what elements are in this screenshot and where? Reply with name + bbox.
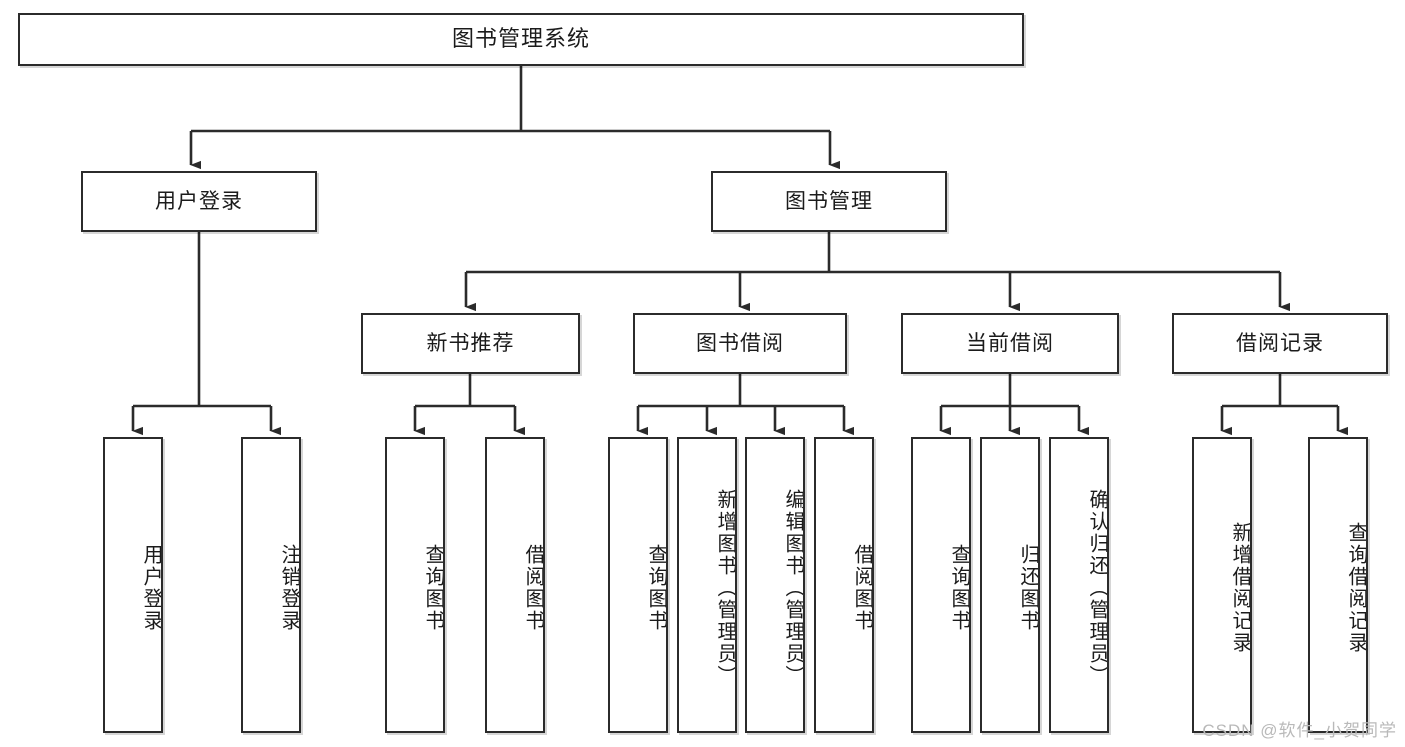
leaf-logout-login[interactable]: 注销登录 — [241, 437, 301, 733]
leaf-label: 编辑图书（管理员） — [782, 489, 804, 687]
leaf-label: 注销登录 — [278, 544, 300, 632]
leaf-add-book-admin[interactable]: 新增图书（管理员） — [677, 437, 737, 733]
leaf-edit-book-admin[interactable]: 编辑图书（管理员） — [745, 437, 805, 733]
leaf-label: 借阅图书 — [522, 544, 544, 632]
leaf-label: 归还图书 — [1017, 544, 1039, 632]
leaf-label: 查询借阅记录 — [1345, 522, 1367, 654]
node-user-login[interactable]: 用户登录 — [81, 171, 317, 232]
node-book-manage[interactable]: 图书管理 — [711, 171, 947, 232]
leaf-return-book[interactable]: 归还图书 — [980, 437, 1040, 733]
watermark: CSDN @软件_小贺同学 — [1202, 721, 1397, 740]
leaf-query-borrow-record[interactable]: 查询借阅记录 — [1308, 437, 1368, 733]
leaf-borrow-book-2[interactable]: 借阅图书 — [814, 437, 874, 733]
node-root[interactable]: 图书管理系统 — [18, 13, 1024, 66]
leaf-label: 查询图书 — [422, 544, 444, 632]
leaf-label: 新增图书（管理员） — [714, 489, 736, 687]
node-new-book-recommend[interactable]: 新书推荐 — [361, 313, 580, 374]
leaf-add-borrow-record[interactable]: 新增借阅记录 — [1192, 437, 1252, 733]
leaf-label: 借阅图书 — [851, 544, 873, 632]
leaf-label: 用户登录 — [140, 544, 162, 632]
leaf-confirm-return-admin[interactable]: 确认归还（管理员） — [1049, 437, 1109, 733]
leaf-query-book-2[interactable]: 查询图书 — [608, 437, 668, 733]
leaf-label: 查询图书 — [948, 544, 970, 632]
leaf-label: 确认归还（管理员） — [1086, 489, 1108, 687]
leaf-label: 新增借阅记录 — [1229, 522, 1251, 654]
leaf-query-book-1[interactable]: 查询图书 — [385, 437, 445, 733]
leaf-label: 查询图书 — [645, 544, 667, 632]
leaf-user-login[interactable]: 用户登录 — [103, 437, 163, 733]
leaf-query-book-3[interactable]: 查询图书 — [911, 437, 971, 733]
node-current-borrow[interactable]: 当前借阅 — [901, 313, 1119, 374]
node-book-borrow[interactable]: 图书借阅 — [633, 313, 847, 374]
leaf-borrow-book-1[interactable]: 借阅图书 — [485, 437, 545, 733]
node-borrow-record[interactable]: 借阅记录 — [1172, 313, 1388, 374]
